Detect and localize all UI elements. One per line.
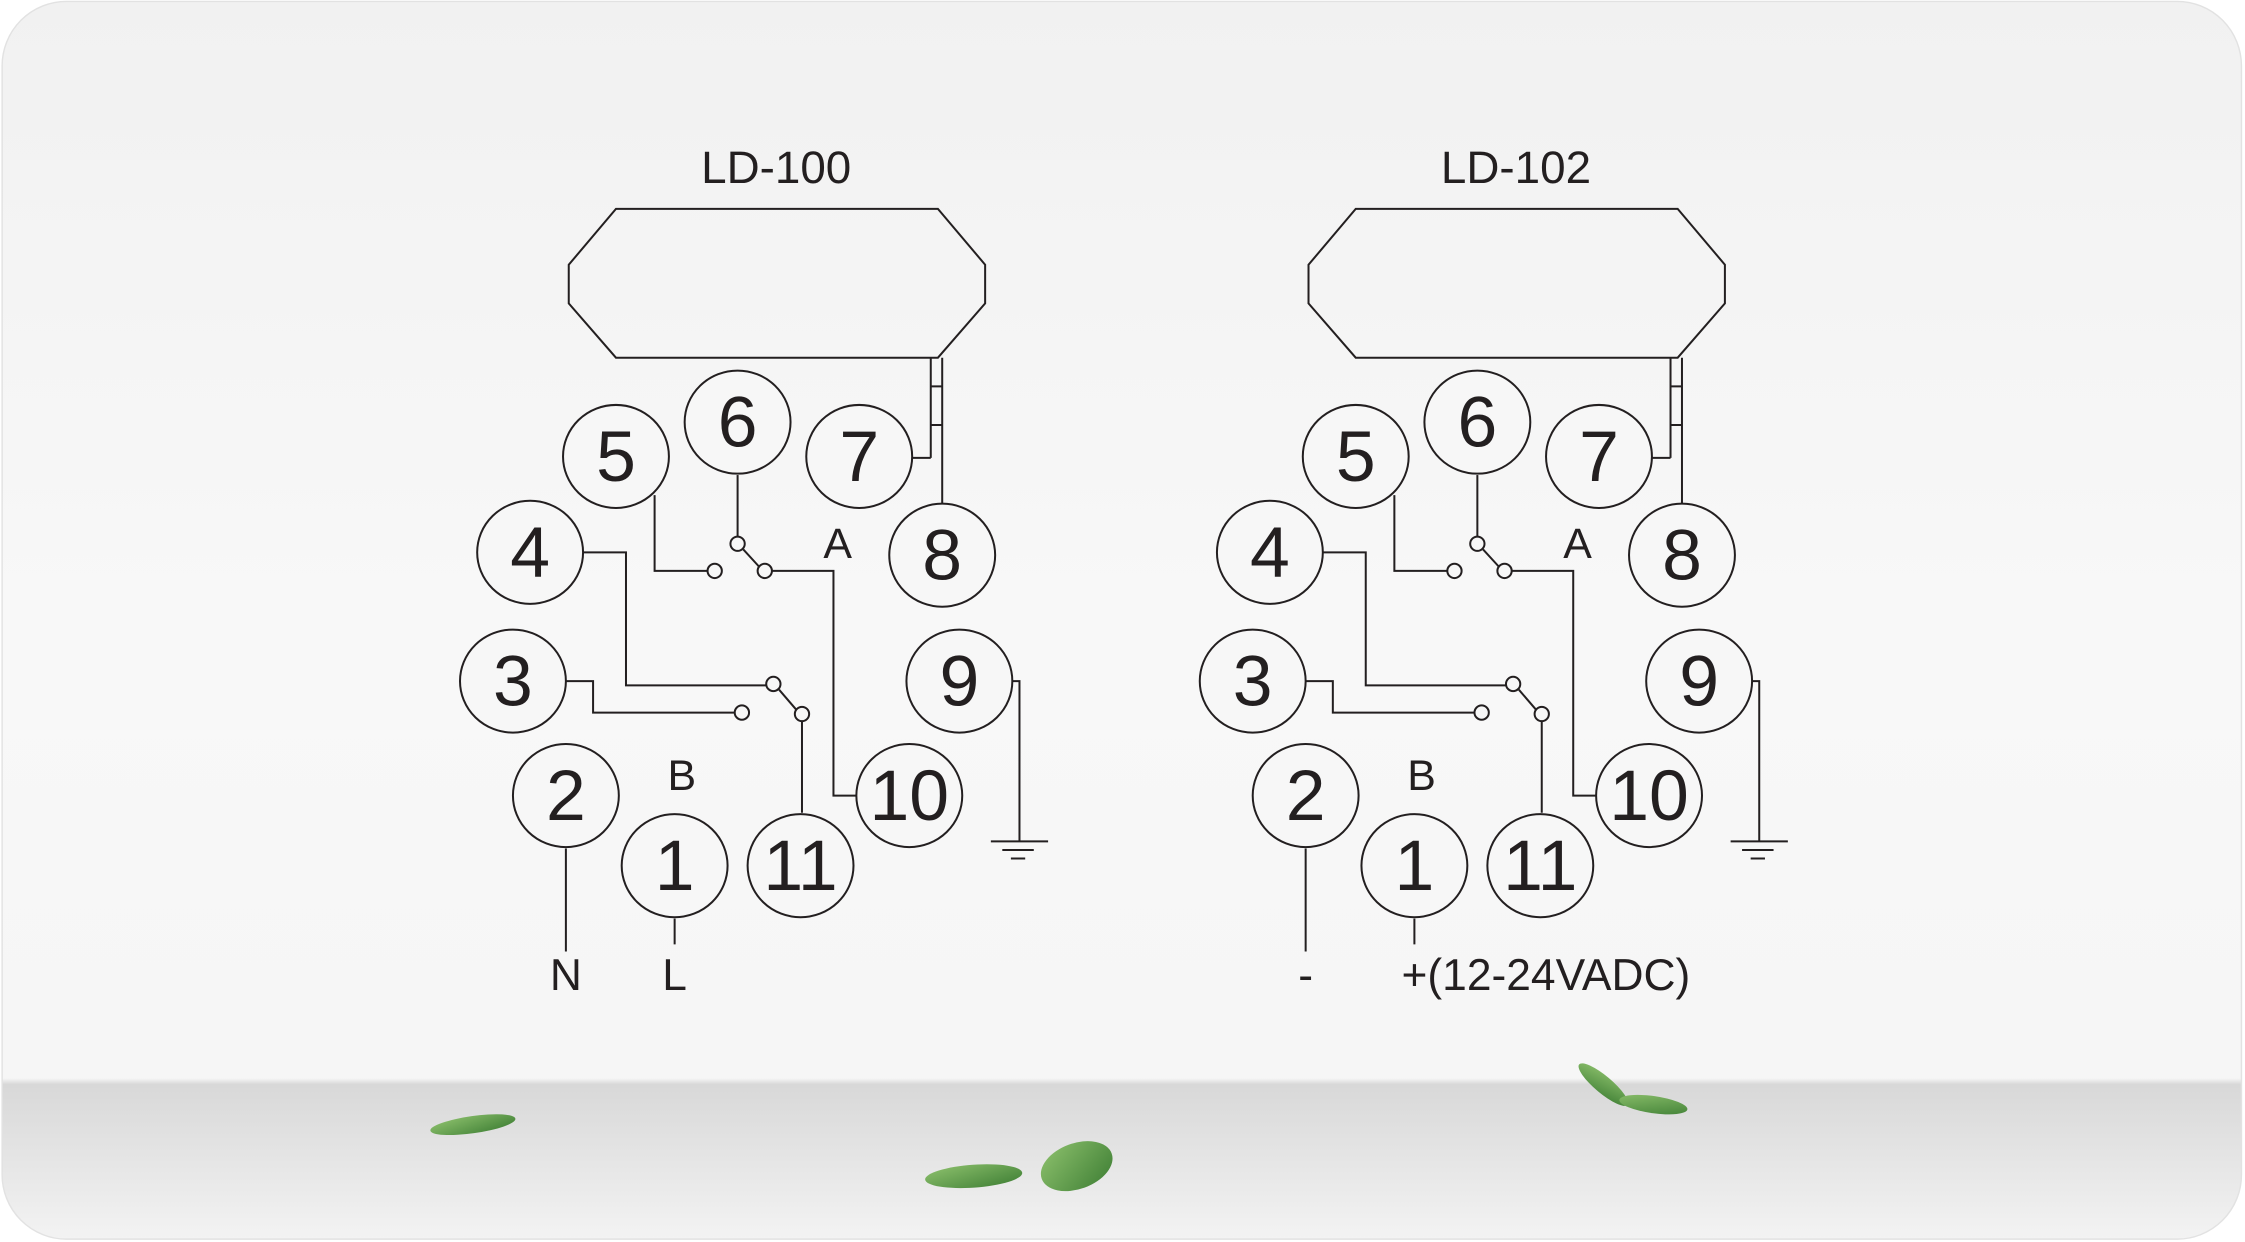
device-body-outline (567, 207, 987, 359)
pin-number: 10 (1609, 756, 1689, 836)
switch-contact (1473, 704, 1490, 721)
pin-circle-1 (620, 813, 729, 919)
pin2-supply-label: - (1298, 951, 1313, 1000)
pin-circle-10 (1595, 743, 1704, 849)
pin-circle-9 (1645, 628, 1754, 734)
pin-circle-7 (805, 403, 914, 509)
pin-circle-5 (1301, 403, 1410, 509)
switch-contact (756, 562, 773, 580)
wire (1322, 551, 1506, 687)
pin-number: 6 (1457, 382, 1497, 462)
leaf-icon (1578, 1063, 1629, 1106)
pin-circle-3 (1198, 628, 1307, 734)
switch-contact (1496, 562, 1513, 580)
leaf-icon (1040, 1141, 1113, 1192)
pin-number: 11 (1503, 826, 1577, 906)
wire (1518, 689, 1537, 711)
pin-circle-8 (888, 502, 997, 608)
wire (653, 495, 708, 572)
contact-b-label: B (1407, 752, 1436, 800)
diagram-ld-102: LD-102 123 45 6 78 9 10 11 A B - +(12-24VADC) (1198, 142, 1788, 1000)
pin-number: 11 (763, 826, 837, 906)
wire (583, 551, 767, 687)
wire (1730, 680, 1788, 860)
wire (771, 569, 857, 797)
wire (1393, 495, 1448, 572)
wire (742, 548, 760, 568)
pin-number: 7 (1579, 417, 1619, 497)
diagram-title: LD-100 (701, 142, 851, 193)
device-body-outline (1307, 207, 1726, 359)
wire (565, 680, 735, 714)
pin-circle-2 (511, 743, 620, 849)
switch-contact (706, 562, 723, 580)
wire (778, 689, 798, 711)
diagram-ld-100: LD-100 123 45 6 78 9 10 11 A B N L (459, 142, 1049, 1000)
pin-circle-3 (459, 628, 567, 734)
pin-number: 1 (1395, 826, 1435, 906)
pin-number: 9 (939, 641, 979, 721)
wire (1305, 680, 1475, 714)
leaf-icon (925, 1164, 1023, 1189)
pin-number: 4 (510, 513, 550, 593)
pin-circle-11 (1486, 813, 1595, 919)
pin1-supply-label: +(12-24VADC) (1402, 951, 1691, 1000)
wire (1651, 357, 1683, 504)
pin-circle-9 (905, 628, 1014, 734)
pin-circle-4 (1215, 499, 1324, 605)
wire (912, 357, 944, 504)
pin-circle-1 (1360, 813, 1469, 919)
pin-number: 5 (596, 417, 636, 497)
pin2-supply-label: N (550, 951, 582, 1000)
switch-contact (1533, 705, 1550, 723)
wire (1482, 548, 1500, 568)
switch-contact (1446, 562, 1463, 580)
pin-number: 8 (922, 516, 962, 596)
pin-number: 4 (1250, 513, 1290, 593)
pin-circle-11 (746, 813, 855, 919)
pin-circle-6 (683, 369, 792, 475)
switch-contact (1469, 535, 1486, 552)
pin-number: 2 (1286, 756, 1326, 836)
pin-number: 2 (546, 756, 586, 836)
pin-number: 1 (655, 826, 695, 906)
wire (990, 680, 1049, 860)
pin-number: 5 (1336, 417, 1376, 497)
switch-contact (729, 535, 746, 552)
wire (1511, 569, 1597, 797)
pin-number: 8 (1662, 516, 1702, 596)
pin-circle-5 (562, 403, 670, 509)
switch-contact (793, 705, 811, 723)
leaf-icon (430, 1114, 516, 1136)
pin-number: 10 (870, 756, 950, 836)
pin-circle-6 (1423, 369, 1532, 475)
leaf-icon (1619, 1094, 1688, 1115)
pin-circle-7 (1545, 403, 1653, 509)
pin-circle-10 (855, 743, 964, 849)
pin-number: 6 (718, 382, 758, 462)
contact-a-label: A (823, 520, 852, 568)
pin-circle-4 (476, 499, 585, 605)
decorative-leaves (430, 1063, 1688, 1192)
pin1-supply-label: L (662, 951, 687, 1000)
pin-number: 9 (1679, 641, 1719, 721)
switch-contact (1504, 675, 1522, 693)
switch-contact (733, 704, 751, 721)
pin-circle-8 (1628, 502, 1736, 608)
pin-number: 7 (839, 417, 879, 497)
pin-circle-2 (1251, 743, 1360, 849)
contact-a-label: A (1563, 520, 1592, 568)
pin-number: 3 (493, 641, 533, 721)
contact-b-label: B (667, 752, 696, 800)
pin-number: 3 (1233, 641, 1273, 721)
switch-contact (765, 675, 782, 693)
diagram-title: LD-102 (1441, 142, 1591, 193)
